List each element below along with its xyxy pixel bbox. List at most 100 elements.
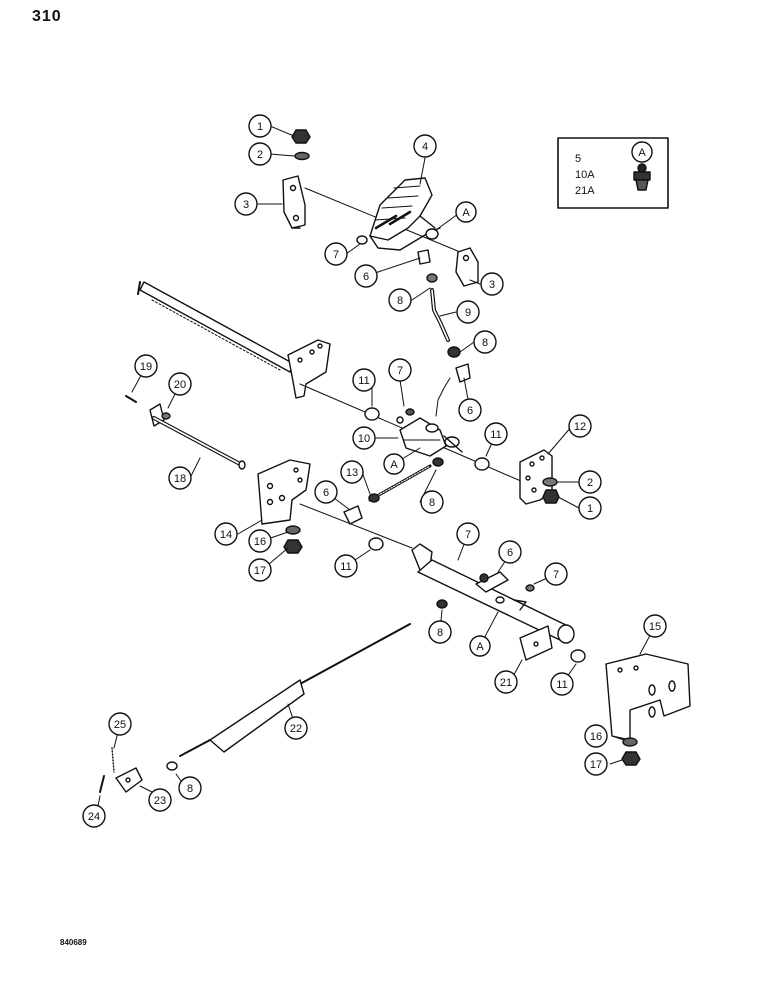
long-pin-18 <box>125 395 246 470</box>
callout-label: 11 <box>358 375 369 387</box>
brake-pedal <box>369 177 441 251</box>
shaft-lever-10 <box>399 377 463 457</box>
callout-label: 3 <box>489 279 495 291</box>
callout-label: 2 <box>257 149 263 161</box>
callout-label: A <box>390 459 398 471</box>
callout-label: 12 <box>574 421 586 433</box>
callout-label: 15 <box>649 621 661 633</box>
pedal-fasteners-top <box>291 129 311 161</box>
callout: 3 <box>480 272 504 296</box>
callout-label: 24 <box>88 811 100 823</box>
callout: 6 <box>458 398 482 422</box>
figure-number: 840689 <box>60 938 87 947</box>
grease-fitting-icon <box>633 163 651 191</box>
mount-bracket-14 <box>257 459 311 554</box>
callout: 11 <box>484 422 508 446</box>
callout-label: 18 <box>174 473 186 485</box>
page-number: 310 <box>32 8 62 25</box>
legend-item: 21A <box>575 185 595 197</box>
pedal-bracket-left <box>282 175 306 229</box>
callout: 2 <box>248 142 272 166</box>
callout-label: A <box>462 207 470 219</box>
callout-label: 11 <box>340 561 351 573</box>
callout: 9 <box>456 300 480 324</box>
callout-label: 8 <box>187 783 193 795</box>
callout: A <box>469 635 491 657</box>
callout-label: 2 <box>587 477 593 489</box>
callout-label: 3 <box>243 199 249 211</box>
callout: 1 <box>578 496 602 520</box>
callout: 17 <box>584 752 608 776</box>
callout-label: 8 <box>397 295 403 307</box>
callout: 14 <box>214 522 238 546</box>
shaft-bushings <box>364 407 490 471</box>
callout-label: 10 <box>358 433 370 445</box>
callout-label: 17 <box>590 759 602 771</box>
mount-bracket-15 <box>605 653 691 766</box>
callout-label: A <box>476 641 484 653</box>
callout: A <box>455 201 477 223</box>
legend-marker: A <box>638 147 646 159</box>
callout-label: 16 <box>254 536 266 548</box>
callout: 6 <box>314 480 338 504</box>
callout: A <box>383 453 405 475</box>
callout: 11 <box>334 554 358 578</box>
callout: 10 <box>352 426 376 450</box>
callout: 22 <box>284 716 308 740</box>
callout: 20 <box>168 372 192 396</box>
legend-item: 10A <box>575 169 595 181</box>
callout: 8 <box>473 330 497 354</box>
callout: 16 <box>248 529 272 553</box>
callout: 18 <box>168 466 192 490</box>
callout-label: 14 <box>220 529 232 541</box>
callout: 19 <box>134 354 158 378</box>
callout: 11 <box>550 672 574 696</box>
callout-label: 19 <box>140 361 152 373</box>
callout: 17 <box>248 558 272 582</box>
callout-label: 8 <box>482 337 488 349</box>
callout: 13 <box>340 460 364 484</box>
callout-label: 6 <box>507 547 513 559</box>
callout: 7 <box>456 522 480 546</box>
callout: 7 <box>324 242 348 266</box>
callout: 8 <box>428 620 452 644</box>
callout: 15 <box>643 614 667 638</box>
pedal-rod <box>430 288 471 383</box>
linkage-rod-22 <box>99 623 411 793</box>
callout-label: 1 <box>587 503 593 515</box>
callout: 8 <box>388 288 412 312</box>
callout-label: 6 <box>323 487 329 499</box>
callout: 8 <box>178 776 202 800</box>
lower-shaft-tube <box>368 537 586 663</box>
callout-label: 7 <box>333 249 339 261</box>
adjusting-stud-13 <box>343 457 444 525</box>
callout: 4 <box>413 134 437 158</box>
callout: 7 <box>388 358 412 382</box>
callout-label: 11 <box>490 429 501 441</box>
callout: 24 <box>82 804 106 828</box>
mount-bracket-upper <box>287 339 331 399</box>
callout-label: 22 <box>290 723 302 735</box>
callout: 21 <box>494 670 518 694</box>
callout-label: 11 <box>556 679 567 691</box>
callout-label: 6 <box>467 405 473 417</box>
callout-label: 6 <box>363 271 369 283</box>
callout: 2 <box>578 470 602 494</box>
long-rod-rack <box>137 281 295 373</box>
callout-label: 4 <box>422 141 428 153</box>
callout: 6 <box>354 264 378 288</box>
callout-bubbles: 1 2 3 4 A 7 6 3 8 9 8 19 20 11 7 6 10 A … <box>82 114 667 828</box>
callout-label: 16 <box>590 731 602 743</box>
callout-label: 7 <box>397 365 403 377</box>
callout-label: 21 <box>500 677 512 689</box>
callout-label: 25 <box>114 719 126 731</box>
callout-label: 9 <box>465 307 471 319</box>
callout: 7 <box>544 562 568 586</box>
pedal-bracket-right <box>455 247 479 287</box>
legend-box: 5 10A 21A A <box>557 137 669 209</box>
callout-label: 13 <box>346 467 358 479</box>
callout: 23 <box>148 788 172 812</box>
callout-label: 23 <box>154 795 166 807</box>
callout: 8 <box>420 490 444 514</box>
